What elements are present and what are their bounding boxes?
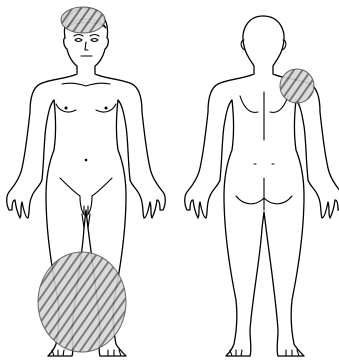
front-right-nipple [105,107,108,110]
front-left-nipple [65,107,68,110]
back-body-outline [185,16,339,356]
marked-region-right-shoulder [280,69,314,103]
front-navel [85,159,88,162]
marked-region-head-top [61,7,105,33]
back-view-figure [185,16,339,356]
marked-region-lower-legs [38,252,126,352]
